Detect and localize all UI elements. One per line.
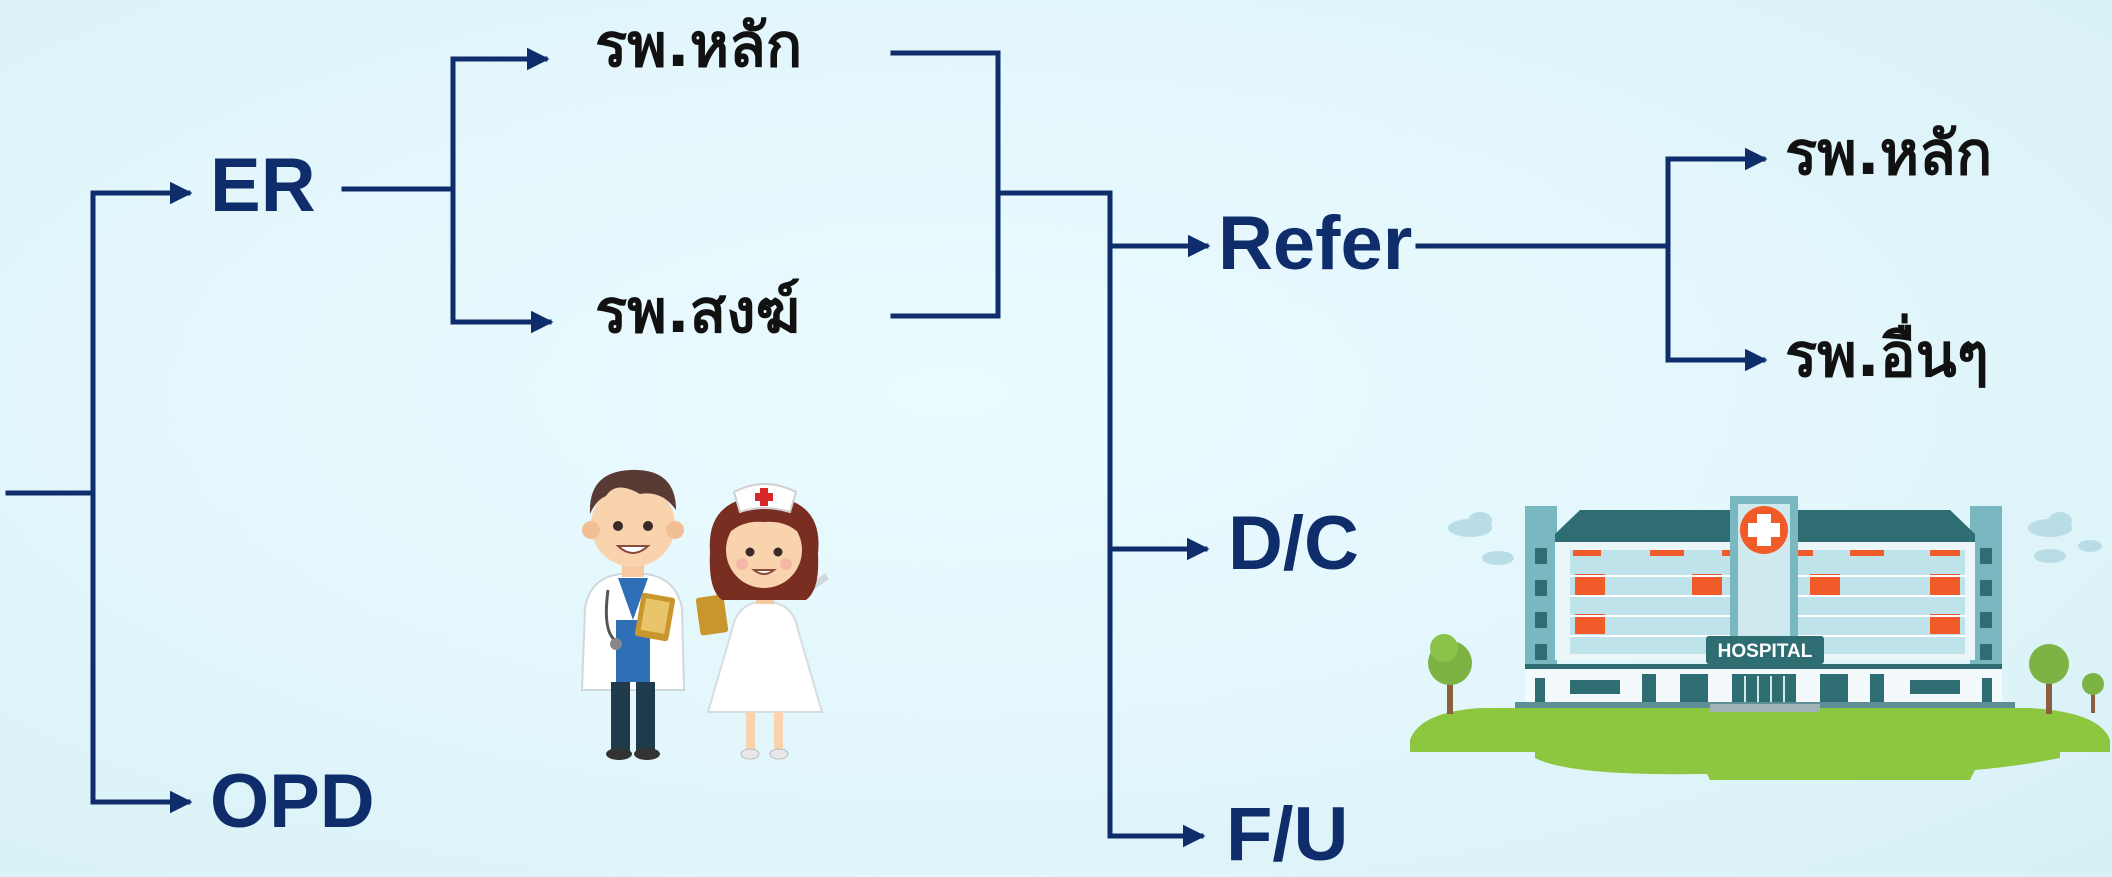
doctor-nurse-illustration [580, 469, 830, 760]
hospital-illustration: HOSPITAL [1410, 496, 2110, 780]
er-label: ER [210, 143, 316, 228]
opd-label: OPD [210, 759, 375, 844]
doctor-figure [580, 469, 686, 760]
monk-hospital-label: รพ.สงฆ์ [595, 277, 801, 347]
cloud-icons [1448, 512, 2102, 565]
medical-cross-icon [1748, 514, 1780, 546]
refer-main-hospital-label: รพ.หลัก [1785, 119, 1993, 189]
hospital-sign-text: HOSPITAL [1718, 641, 1813, 662]
hospital-sign [1706, 636, 1824, 664]
refer-other-hospitals-label: รพ.อื่นๆ [1785, 321, 1989, 391]
main-hospital-label: รพ.หลัก [595, 11, 803, 81]
tree-icons [1428, 634, 2104, 714]
dc-label: D/C [1228, 501, 1359, 586]
fu-label: F/U [1226, 792, 1349, 877]
merge-bracket [890, 50, 1001, 319]
nurse-figure [695, 483, 830, 760]
refer-label: Refer [1218, 201, 1413, 286]
